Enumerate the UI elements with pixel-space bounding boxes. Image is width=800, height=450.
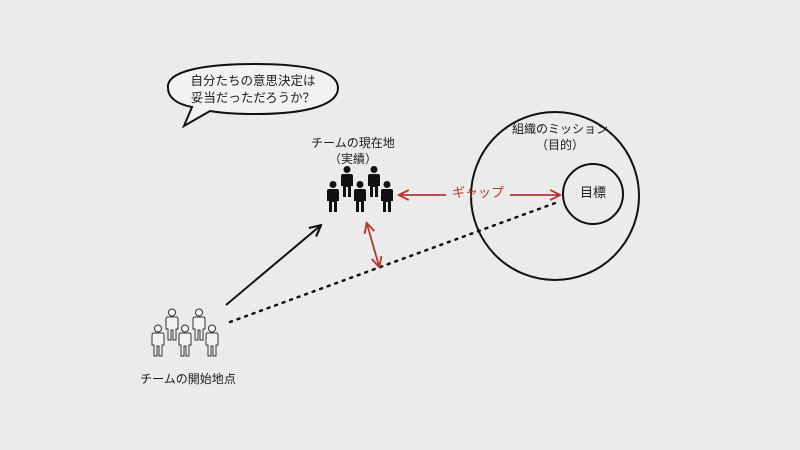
speech-bubble <box>166 62 340 129</box>
person-icon <box>205 324 219 357</box>
goal-label: 目標 <box>579 186 606 201</box>
current-team-icon <box>327 166 393 212</box>
vertical-gap-arrow <box>367 224 379 266</box>
person-icon <box>354 181 366 212</box>
person-icon <box>178 324 192 357</box>
current-position-title: チームの現在地 <box>311 136 395 150</box>
current-position-label: チームの現在地 （実績） <box>298 135 408 167</box>
mission-circle <box>470 111 640 281</box>
mission-subtitle: （目的） <box>535 138 584 152</box>
current-position-subtitle: （実績） <box>328 152 377 166</box>
gap-label: ギャップ <box>451 186 504 201</box>
person-icon <box>327 181 339 212</box>
speech-line-2: 妥当だっただろうか？ <box>190 90 316 105</box>
speech-line-1: 自分たちの意思決定は <box>190 73 316 88</box>
mission-label: 組織のミッション （目的） <box>505 121 615 153</box>
person-icon <box>341 166 353 197</box>
ideal-path-dotted-line <box>228 200 560 324</box>
person-icon <box>192 308 206 341</box>
person-icon <box>368 166 380 197</box>
speech-bubble-text: 自分たちの意思決定は 妥当だっただろうか？ <box>178 72 328 106</box>
starting-point-label: チームの開始地点 <box>140 372 236 386</box>
person-icon <box>151 324 165 357</box>
progress-arrow <box>225 226 320 306</box>
person-icon <box>381 181 393 212</box>
mission-title: 組織のミッション <box>511 122 608 136</box>
person-icon <box>165 308 179 341</box>
goal-circle <box>562 163 624 225</box>
starting-team-icon <box>151 308 219 357</box>
